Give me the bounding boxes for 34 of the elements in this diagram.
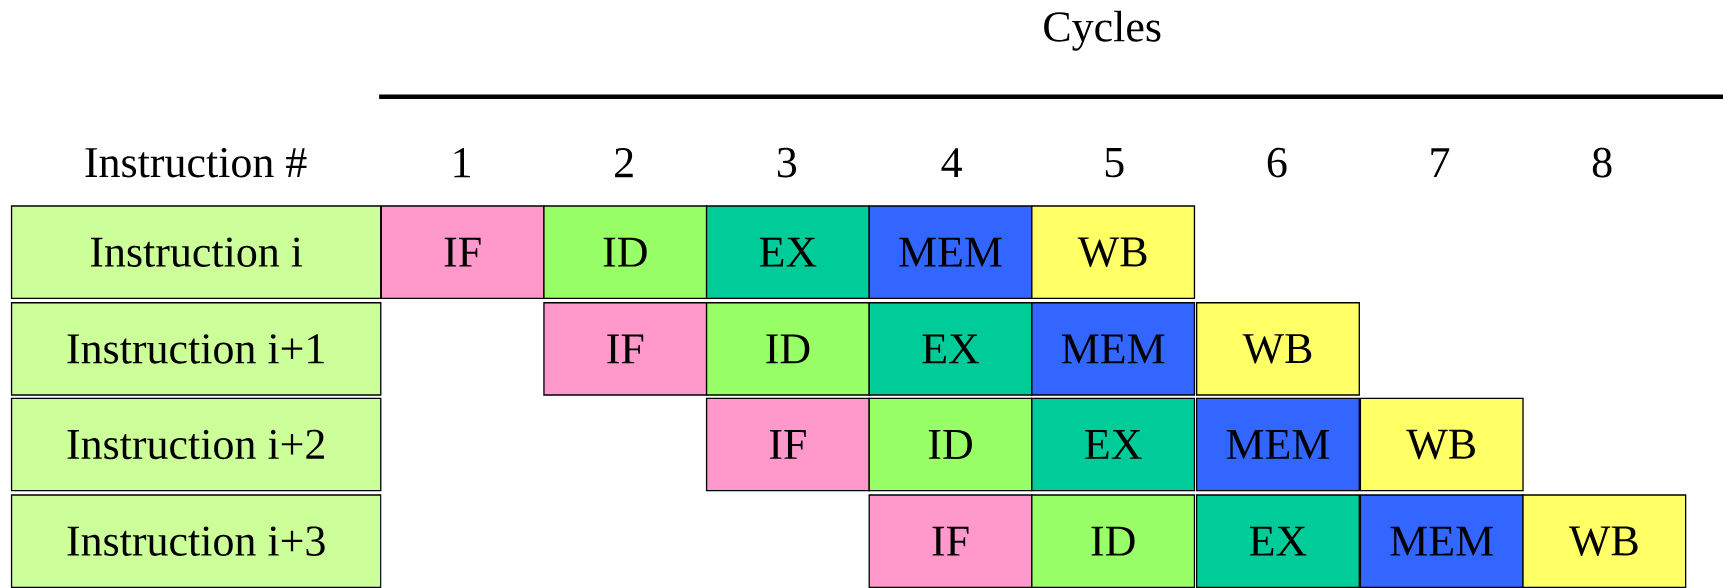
stage-cell: WB [1031, 205, 1196, 300]
cycle-number: 3 [777, 147, 797, 178]
cycle-number: 5 [1105, 148, 1124, 178]
cycle-number: 4 [941, 148, 962, 178]
cycle-number: 2 [615, 148, 633, 178]
cycle-number: 8 [1592, 147, 1612, 178]
stage-cell: MEM [1196, 397, 1360, 492]
stage-cell: EX [1031, 397, 1196, 492]
cycle-number: 6 [1267, 147, 1287, 178]
row-label-box: Instruction i+3 [10, 494, 382, 588]
row-label-box: Instruction i+1 [10, 302, 382, 396]
stage-cell: EX [1196, 494, 1360, 588]
row-label-box: Instruction i [10, 205, 382, 300]
stage-cell: ID [705, 302, 870, 396]
stage-cell: EX [705, 205, 870, 300]
stage-cell: IF [705, 397, 870, 492]
cycle-number: 7 [1431, 148, 1450, 178]
stage-cell: MEM [868, 205, 1033, 300]
cycle-number: 1 [454, 148, 470, 178]
row-label-box: Instruction i+2 [10, 397, 382, 492]
stage-cell: IF [543, 302, 708, 396]
column-header: Instruction # [85, 147, 307, 178]
stage-cell: ID [1031, 494, 1196, 588]
stage-cell: WB [1522, 494, 1687, 588]
stage-cell: WB [1196, 302, 1360, 396]
axis-title: Cycles [1044, 10, 1161, 51]
stage-cell: MEM [1359, 494, 1524, 588]
stage-cell: ID [868, 397, 1033, 492]
stage-cell: MEM [1031, 302, 1196, 396]
stage-cell: WB [1359, 397, 1524, 492]
stage-cell: EX [868, 302, 1033, 396]
stage-cell: IF [380, 205, 545, 300]
stage-cell: IF [868, 494, 1033, 588]
stage-cell: ID [543, 205, 708, 300]
